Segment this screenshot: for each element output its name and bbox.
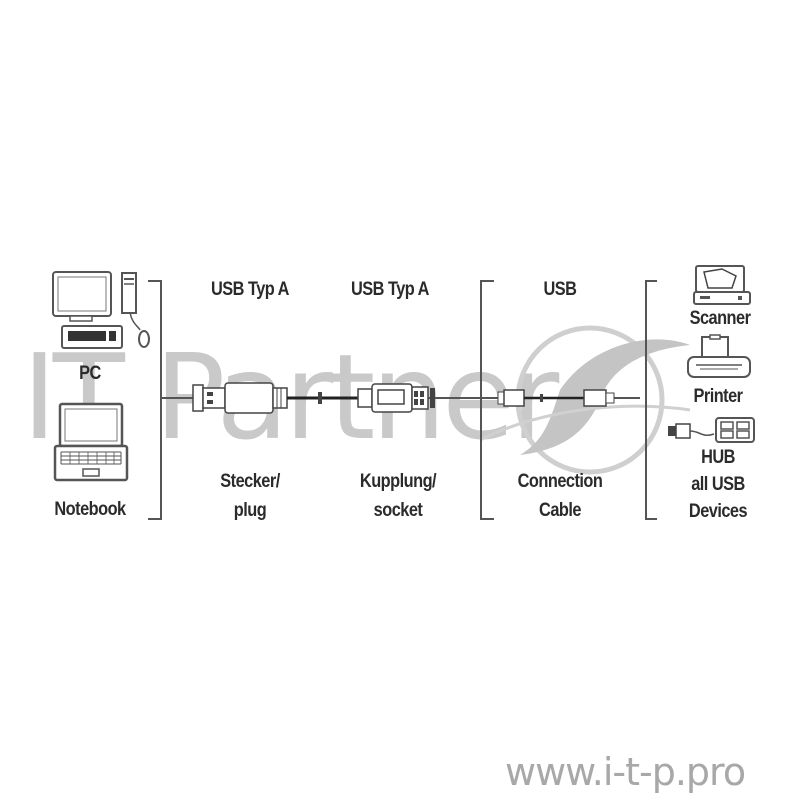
- scanner-icon: [693, 265, 751, 305]
- hub-label-line1: HUB: [701, 447, 735, 468]
- usb-a-socket-icon: [357, 383, 435, 413]
- usb-cable-icon: [497, 389, 615, 407]
- usb-hub-icon: [668, 417, 755, 443]
- hub-label-line2: all USB: [691, 474, 745, 495]
- watermark-url: www.i-t-p.pro: [505, 750, 746, 794]
- printer-label: Printer: [693, 386, 743, 407]
- left-bracket: [148, 280, 162, 520]
- hub-label-line3: Devices: [688, 501, 748, 522]
- notebook-label: Notebook: [54, 499, 126, 520]
- desktop-pc-icon: [52, 271, 150, 349]
- section-1-bottom-label-line1: Stecker/: [220, 471, 280, 492]
- section-2-bottom-label-line1: Kupplung/: [359, 471, 437, 492]
- usb-a-plug-icon: [192, 382, 288, 414]
- printer-icon: [687, 334, 751, 378]
- section-2-top-label: USB Typ A: [351, 279, 429, 300]
- laptop-icon: [53, 402, 129, 482]
- right-bracket: [645, 280, 657, 520]
- middle-bracket: [480, 280, 494, 520]
- section-1-bottom-label-line2: plug: [233, 500, 267, 521]
- section-3-bottom-label-line2: Cable: [539, 500, 581, 521]
- section-1-top-label: USB Typ A: [211, 279, 289, 300]
- scanner-label: Scanner: [689, 308, 751, 329]
- section-3-top-label: USB: [543, 279, 577, 300]
- section-3-bottom-label-line1: Connection: [517, 471, 603, 492]
- pc-label: PC: [79, 363, 101, 384]
- section-2-bottom-label-line2: socket: [373, 500, 423, 521]
